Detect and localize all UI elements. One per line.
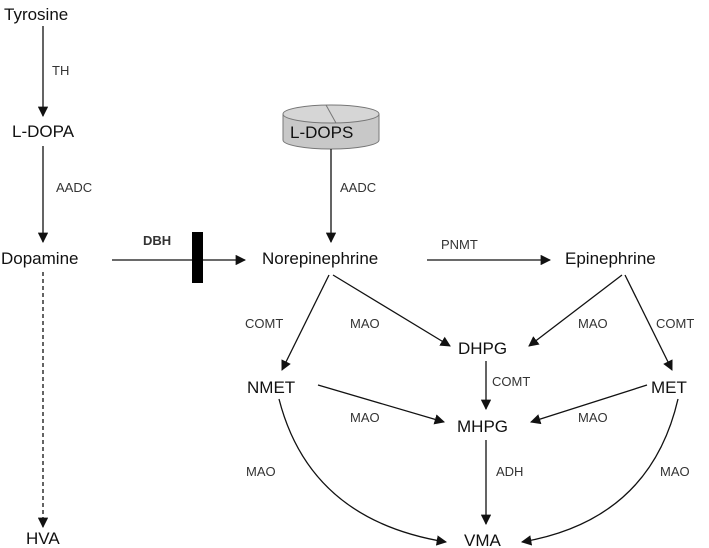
enzyme-mao-met: MAO <box>578 410 608 425</box>
node-epinephrine: Epinephrine <box>565 249 656 268</box>
enzyme-mao-met-vma: MAO <box>660 464 690 479</box>
node-norepinephrine: Norepinephrine <box>262 249 378 268</box>
arrow-met-vma <box>520 398 679 546</box>
node-met: MET <box>651 378 687 397</box>
enzyme-comt-ne: COMT <box>245 316 283 331</box>
node-dopamine: Dopamine <box>1 249 79 268</box>
node-ldopa: L-DOPA <box>12 122 75 141</box>
node-hva: HVA <box>26 529 60 548</box>
arrow-norepinephrine-nmet <box>281 274 330 371</box>
enzyme-pnmt: PNMT <box>441 237 478 252</box>
enzyme-mao-epi: MAO <box>578 316 608 331</box>
enzyme-mao-nmet-vma: MAO <box>246 464 276 479</box>
node-vma: VMA <box>464 531 502 548</box>
arrow-nmet-vma <box>278 398 448 546</box>
node-dhpg: DHPG <box>458 339 507 358</box>
enzyme-dbh: DBH <box>143 233 171 248</box>
node-ldops: L-DOPS <box>290 123 353 142</box>
enzyme-aadc-2: AADC <box>340 180 376 195</box>
pill-icon <box>282 104 380 150</box>
arrow-nmet-mhpg <box>317 384 445 425</box>
arrow-epinephrine-dhpg <box>528 274 623 347</box>
block-bar-icon <box>192 232 203 283</box>
enzyme-mao-ne: MAO <box>350 316 380 331</box>
enzyme-th: TH <box>52 63 69 78</box>
enzyme-aadc-1: AADC <box>56 180 92 195</box>
arrow-epinephrine-met <box>624 274 673 371</box>
arrow-met-mhpg <box>530 384 648 425</box>
node-mhpg: MHPG <box>457 417 508 436</box>
node-tyrosine: Tyrosine <box>4 5 68 24</box>
enzyme-adh: ADH <box>496 464 523 479</box>
enzyme-comt-dhpg: COMT <box>492 374 530 389</box>
node-nmet: NMET <box>247 378 295 397</box>
arrow-norepinephrine-dhpg <box>332 274 451 347</box>
enzyme-mao-nmet: MAO <box>350 410 380 425</box>
enzyme-comt-epi: COMT <box>656 316 694 331</box>
